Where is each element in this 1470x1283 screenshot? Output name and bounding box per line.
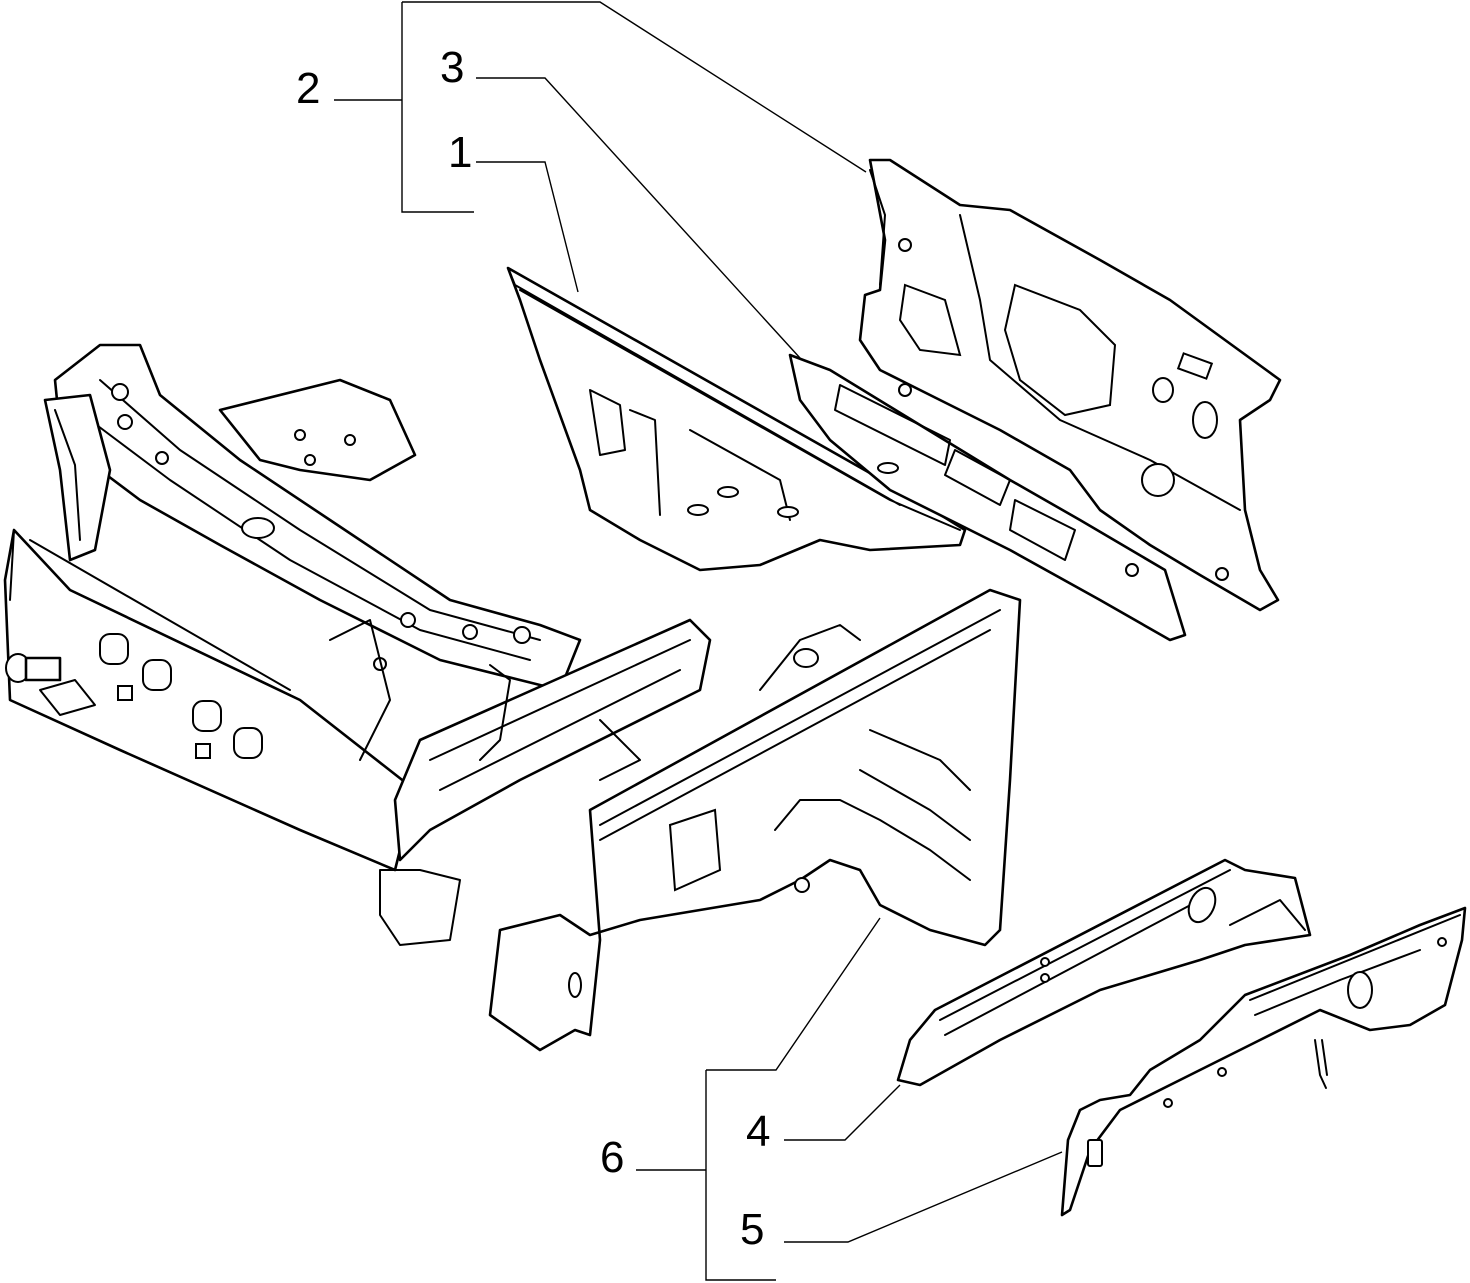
leader-lines bbox=[334, 1, 1063, 1281]
inner-side-rail bbox=[393, 618, 712, 862]
callout-label-2: 2 bbox=[296, 64, 320, 113]
callout-label-5: 5 bbox=[740, 1205, 764, 1254]
part-1-dash-lower-panel bbox=[506, 266, 967, 572]
left-pillar bbox=[43, 393, 112, 562]
callout-label-4: 4 bbox=[746, 1107, 770, 1156]
rear-mount-bracket bbox=[218, 378, 417, 482]
part-6-wheel-arch-panel bbox=[488, 588, 1022, 1052]
mounting-bolt bbox=[1314, 1039, 1328, 1089]
cross-member-openings bbox=[99, 633, 263, 759]
dash-panel-slots bbox=[687, 486, 799, 518]
part-4-longitudinal-member bbox=[896, 858, 1312, 1087]
wheel-arch-opening bbox=[668, 808, 722, 892]
callout-label-6: 6 bbox=[600, 1133, 624, 1182]
callout-labels: 2 3 1 6 4 5 bbox=[296, 43, 770, 1254]
callout-label-1: 1 bbox=[448, 128, 472, 177]
part-2-firewall bbox=[858, 158, 1282, 612]
tow-hook bbox=[5, 653, 96, 716]
front-structure-assembly bbox=[3, 343, 712, 946]
part-5-side-rail bbox=[1060, 906, 1467, 1217]
upper-crossbar bbox=[53, 343, 582, 692]
part-3-cross-brace bbox=[788, 353, 1187, 642]
firewall-large-opening bbox=[1003, 283, 1117, 417]
callout-label-3: 3 bbox=[440, 43, 464, 92]
